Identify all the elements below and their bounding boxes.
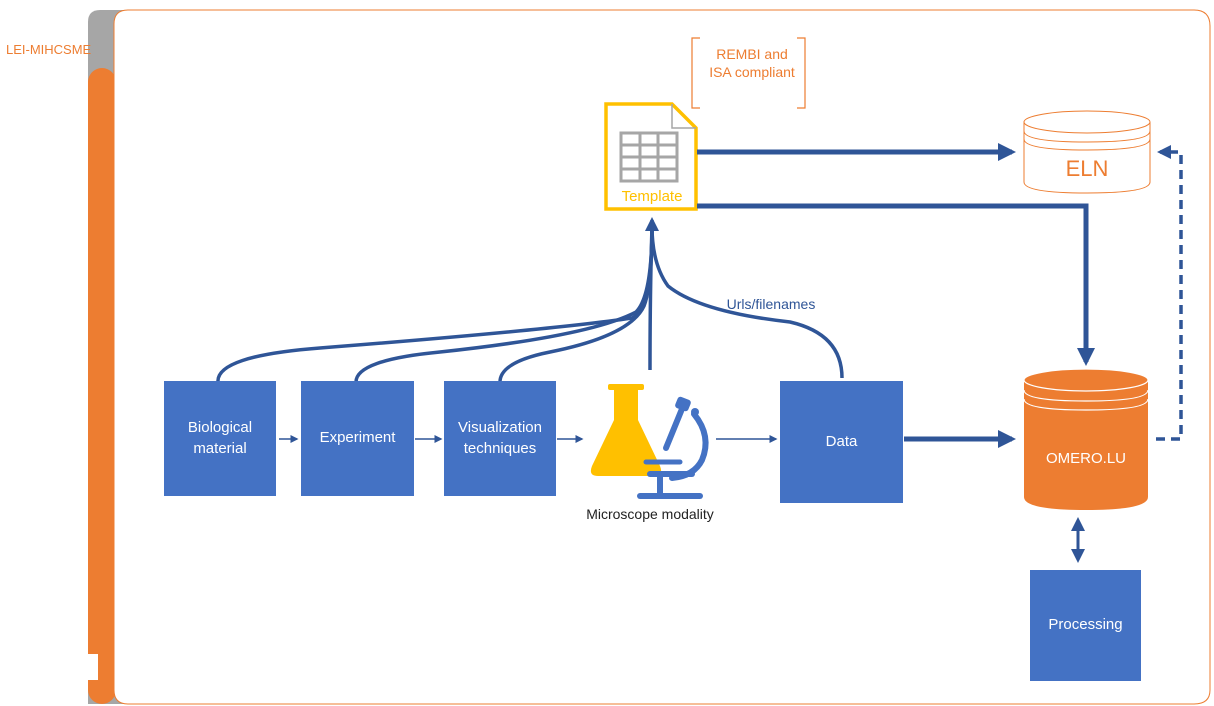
side-label: LEI-MIHCSME <box>6 42 92 57</box>
frame-decoration <box>88 9 1211 705</box>
processing-box[interactable]: Processing <box>1030 570 1141 681</box>
arrow-omero-to-eln-dashed <box>1156 145 1183 441</box>
curve-experiment-to-template <box>354 225 654 383</box>
visualization-techniques-box[interactable]: Visualization techniques <box>444 381 556 496</box>
experiment-box[interactable]: Experiment <box>301 381 414 496</box>
eln-database-icon[interactable] <box>1023 110 1151 194</box>
compliance-bracket <box>691 37 806 109</box>
processing-label: Processing <box>1048 616 1123 634</box>
template-input-curves <box>216 217 844 383</box>
omero-label: OMERO.LU <box>1045 450 1126 467</box>
frame-orange-bar <box>88 68 116 704</box>
template-spreadsheet-icon[interactable] <box>604 102 698 211</box>
curve-microscope-to-template <box>648 225 654 371</box>
microscope-flask-icon[interactable] <box>590 384 709 499</box>
eln-label: ELN <box>1065 156 1109 181</box>
experiment-label: Experiment <box>319 429 396 447</box>
frame-notch <box>88 654 98 680</box>
microscope-modality-label: Microscope modality <box>586 506 714 522</box>
data-box[interactable]: Data <box>780 381 903 503</box>
data-label: Data <box>825 432 858 450</box>
arrow-template-to-omero <box>697 203 1095 366</box>
visualization-techniques-label: Visualization techniques <box>458 419 542 457</box>
compliance-note: REMBI and ISA compliant <box>709 46 795 81</box>
biological-material-box[interactable]: Biological material <box>164 381 276 496</box>
biological-material-label: Biological material <box>187 419 253 457</box>
omero-database-icon[interactable] <box>1023 368 1149 510</box>
template-label: Template <box>621 188 683 205</box>
urls-filenames-label: Urls/filenames <box>726 296 816 312</box>
main-flows <box>697 143 1183 563</box>
curve-data-to-template <box>650 225 844 379</box>
frame-outline <box>113 9 1211 705</box>
